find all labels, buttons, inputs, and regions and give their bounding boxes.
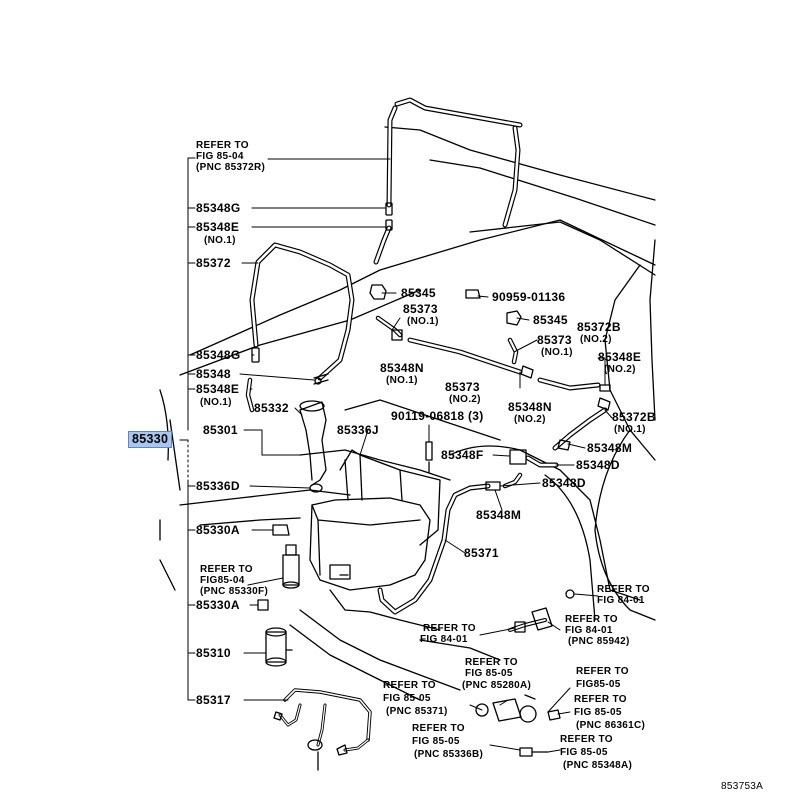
leader-lines	[179, 157, 613, 753]
part-85336J[interactable]: 85336J	[337, 423, 379, 437]
washer-hoses	[245, 97, 608, 632]
ref-fig-85-05f-line1: REFER TO	[560, 734, 613, 745]
ref-fig-85-05c-line2: FIG85-05	[576, 679, 621, 690]
ref-fig-84-01c-line1: REFER TO	[565, 614, 618, 625]
diagram-id: 853753A	[721, 781, 764, 792]
part-85348E-top[interactable]: 85348E	[196, 220, 240, 234]
ref-fig-85-04b-line2: FIG85-04	[200, 575, 245, 586]
ref-fig-85-05e-line1: REFER TO	[412, 723, 465, 734]
part-85345-b[interactable]: 85345	[533, 313, 568, 327]
ref-fig-85-05c-line1: REFER TO	[576, 666, 629, 677]
part-85348M-b[interactable]: 85348M	[476, 508, 522, 522]
ref-fig-85-04-line2: FIG 85-04	[196, 151, 244, 162]
no1-label-a: (NO.1)	[204, 235, 236, 246]
part-85348M-a[interactable]: 85348M	[587, 441, 633, 455]
part-85330A-b[interactable]: 85330A	[196, 598, 240, 612]
part-85348G-top[interactable]: 85348G	[196, 201, 241, 215]
ref-fig-85-05e-line3: (PNC 85336B)	[414, 749, 484, 760]
ref-fig-84-01c-line3: (PNC 85942)	[568, 636, 630, 647]
ref-fig-84-01a-line1: REFER TO	[597, 584, 650, 595]
washer-pumps	[265, 544, 561, 757]
part-90119-06818[interactable]: 90119-06818 (3)	[391, 409, 484, 423]
no1-label-e: (NO.1)	[386, 375, 418, 386]
part-85348E-mid[interactable]: 85348E	[196, 382, 240, 396]
ref-fig-85-05d-line1: REFER TO	[574, 694, 627, 705]
no1-label-c: (NO.1)	[407, 316, 439, 327]
part-85372B-a[interactable]: 85372B	[577, 320, 621, 334]
part-85332[interactable]: 85332	[254, 401, 289, 415]
part-85371[interactable]: 85371	[464, 546, 499, 560]
part-85317[interactable]: 85317	[196, 693, 231, 707]
ref-fig-85-04b-line3: (PNC 85330F)	[200, 586, 269, 597]
part-85372B-b[interactable]: 85372B	[612, 410, 656, 424]
ref-fig-85-04-line1: REFER TO	[196, 140, 249, 151]
part-85373-a[interactable]: 85373	[403, 302, 438, 316]
ref-fig-85-04-line3: (PNC 85372R)	[196, 162, 266, 173]
part-85310[interactable]: 85310	[196, 646, 231, 660]
no1-label-d: (NO.1)	[541, 347, 573, 358]
part-85373-c[interactable]: 85373	[445, 380, 480, 394]
no2-label-a: (NO.2)	[580, 334, 612, 345]
ref-fig-85-05b-line3: (PNC 85371)	[386, 706, 448, 717]
ref-fig-85-05b-line2: FIG 85-05	[383, 693, 431, 704]
ref-fig-84-01a-line2: FIG 84-01	[597, 595, 645, 606]
part-85348G-mid[interactable]: 85348G	[196, 348, 241, 362]
ref-fig-84-01b-line2: FIG 84-01	[420, 634, 468, 645]
part-85301[interactable]: 85301	[203, 423, 238, 437]
ref-fig-85-05e-line2: FIG 85-05	[412, 736, 460, 747]
part-85372[interactable]: 85372	[196, 256, 231, 270]
no2-label-c: (NO.2)	[449, 394, 481, 405]
fittings	[251, 202, 611, 633]
no2-label-d: (NO.2)	[514, 414, 546, 425]
part-85348N-a[interactable]: 85348N	[380, 361, 424, 375]
no1-label-f: (NO.1)	[614, 424, 646, 435]
part-90959-01136[interactable]: 90959-01136	[492, 290, 566, 304]
ref-fig-85-05f-line2: FIG 85-05	[560, 747, 608, 758]
part-85330A-a[interactable]: 85330A	[196, 523, 240, 537]
part-85348[interactable]: 85348	[196, 367, 231, 381]
no2-label-b: (NO.2)	[604, 364, 636, 375]
ref-fig-85-05b-line1: REFER TO	[383, 680, 436, 691]
ref-fig-84-01c-line2: FIG 84-01	[565, 625, 613, 636]
washer-tank	[299, 400, 441, 591]
part-85330-highlighted[interactable]: 85330	[128, 431, 173, 448]
ref-fig-85-04b-line1: REFER TO	[200, 564, 253, 575]
part-85336D[interactable]: 85336D	[196, 479, 240, 493]
ref-fig-85-05a-line3: (PNC 85280A)	[462, 680, 532, 691]
ref-fig-85-05a-line2: FIG 85-05	[465, 668, 513, 679]
wiring-harness	[273, 688, 372, 771]
part-85348D-a[interactable]: 85348D	[576, 458, 620, 472]
part-85345-a[interactable]: 85345	[401, 286, 436, 300]
ref-fig-85-05d-line3: (PNC 86361C)	[576, 720, 646, 731]
ref-fig-85-05a-line1: REFER TO	[465, 657, 518, 668]
part-85348F[interactable]: 85348F	[441, 448, 484, 462]
ref-fig-85-05d-line2: FIG 85-05	[574, 707, 622, 718]
part-85348N-b[interactable]: 85348N	[508, 400, 552, 414]
vehicle-body-outline	[159, 126, 656, 701]
part-85348E-right[interactable]: 85348E	[598, 350, 642, 364]
ref-fig-85-05f-line3: (PNC 85348A)	[563, 760, 633, 771]
part-85373-b[interactable]: 85373	[537, 333, 572, 347]
part-85348D-b[interactable]: 85348D	[542, 476, 586, 490]
ref-fig-84-01b-line1: REFER TO	[423, 623, 476, 634]
no1-label-b: (NO.1)	[200, 397, 232, 408]
